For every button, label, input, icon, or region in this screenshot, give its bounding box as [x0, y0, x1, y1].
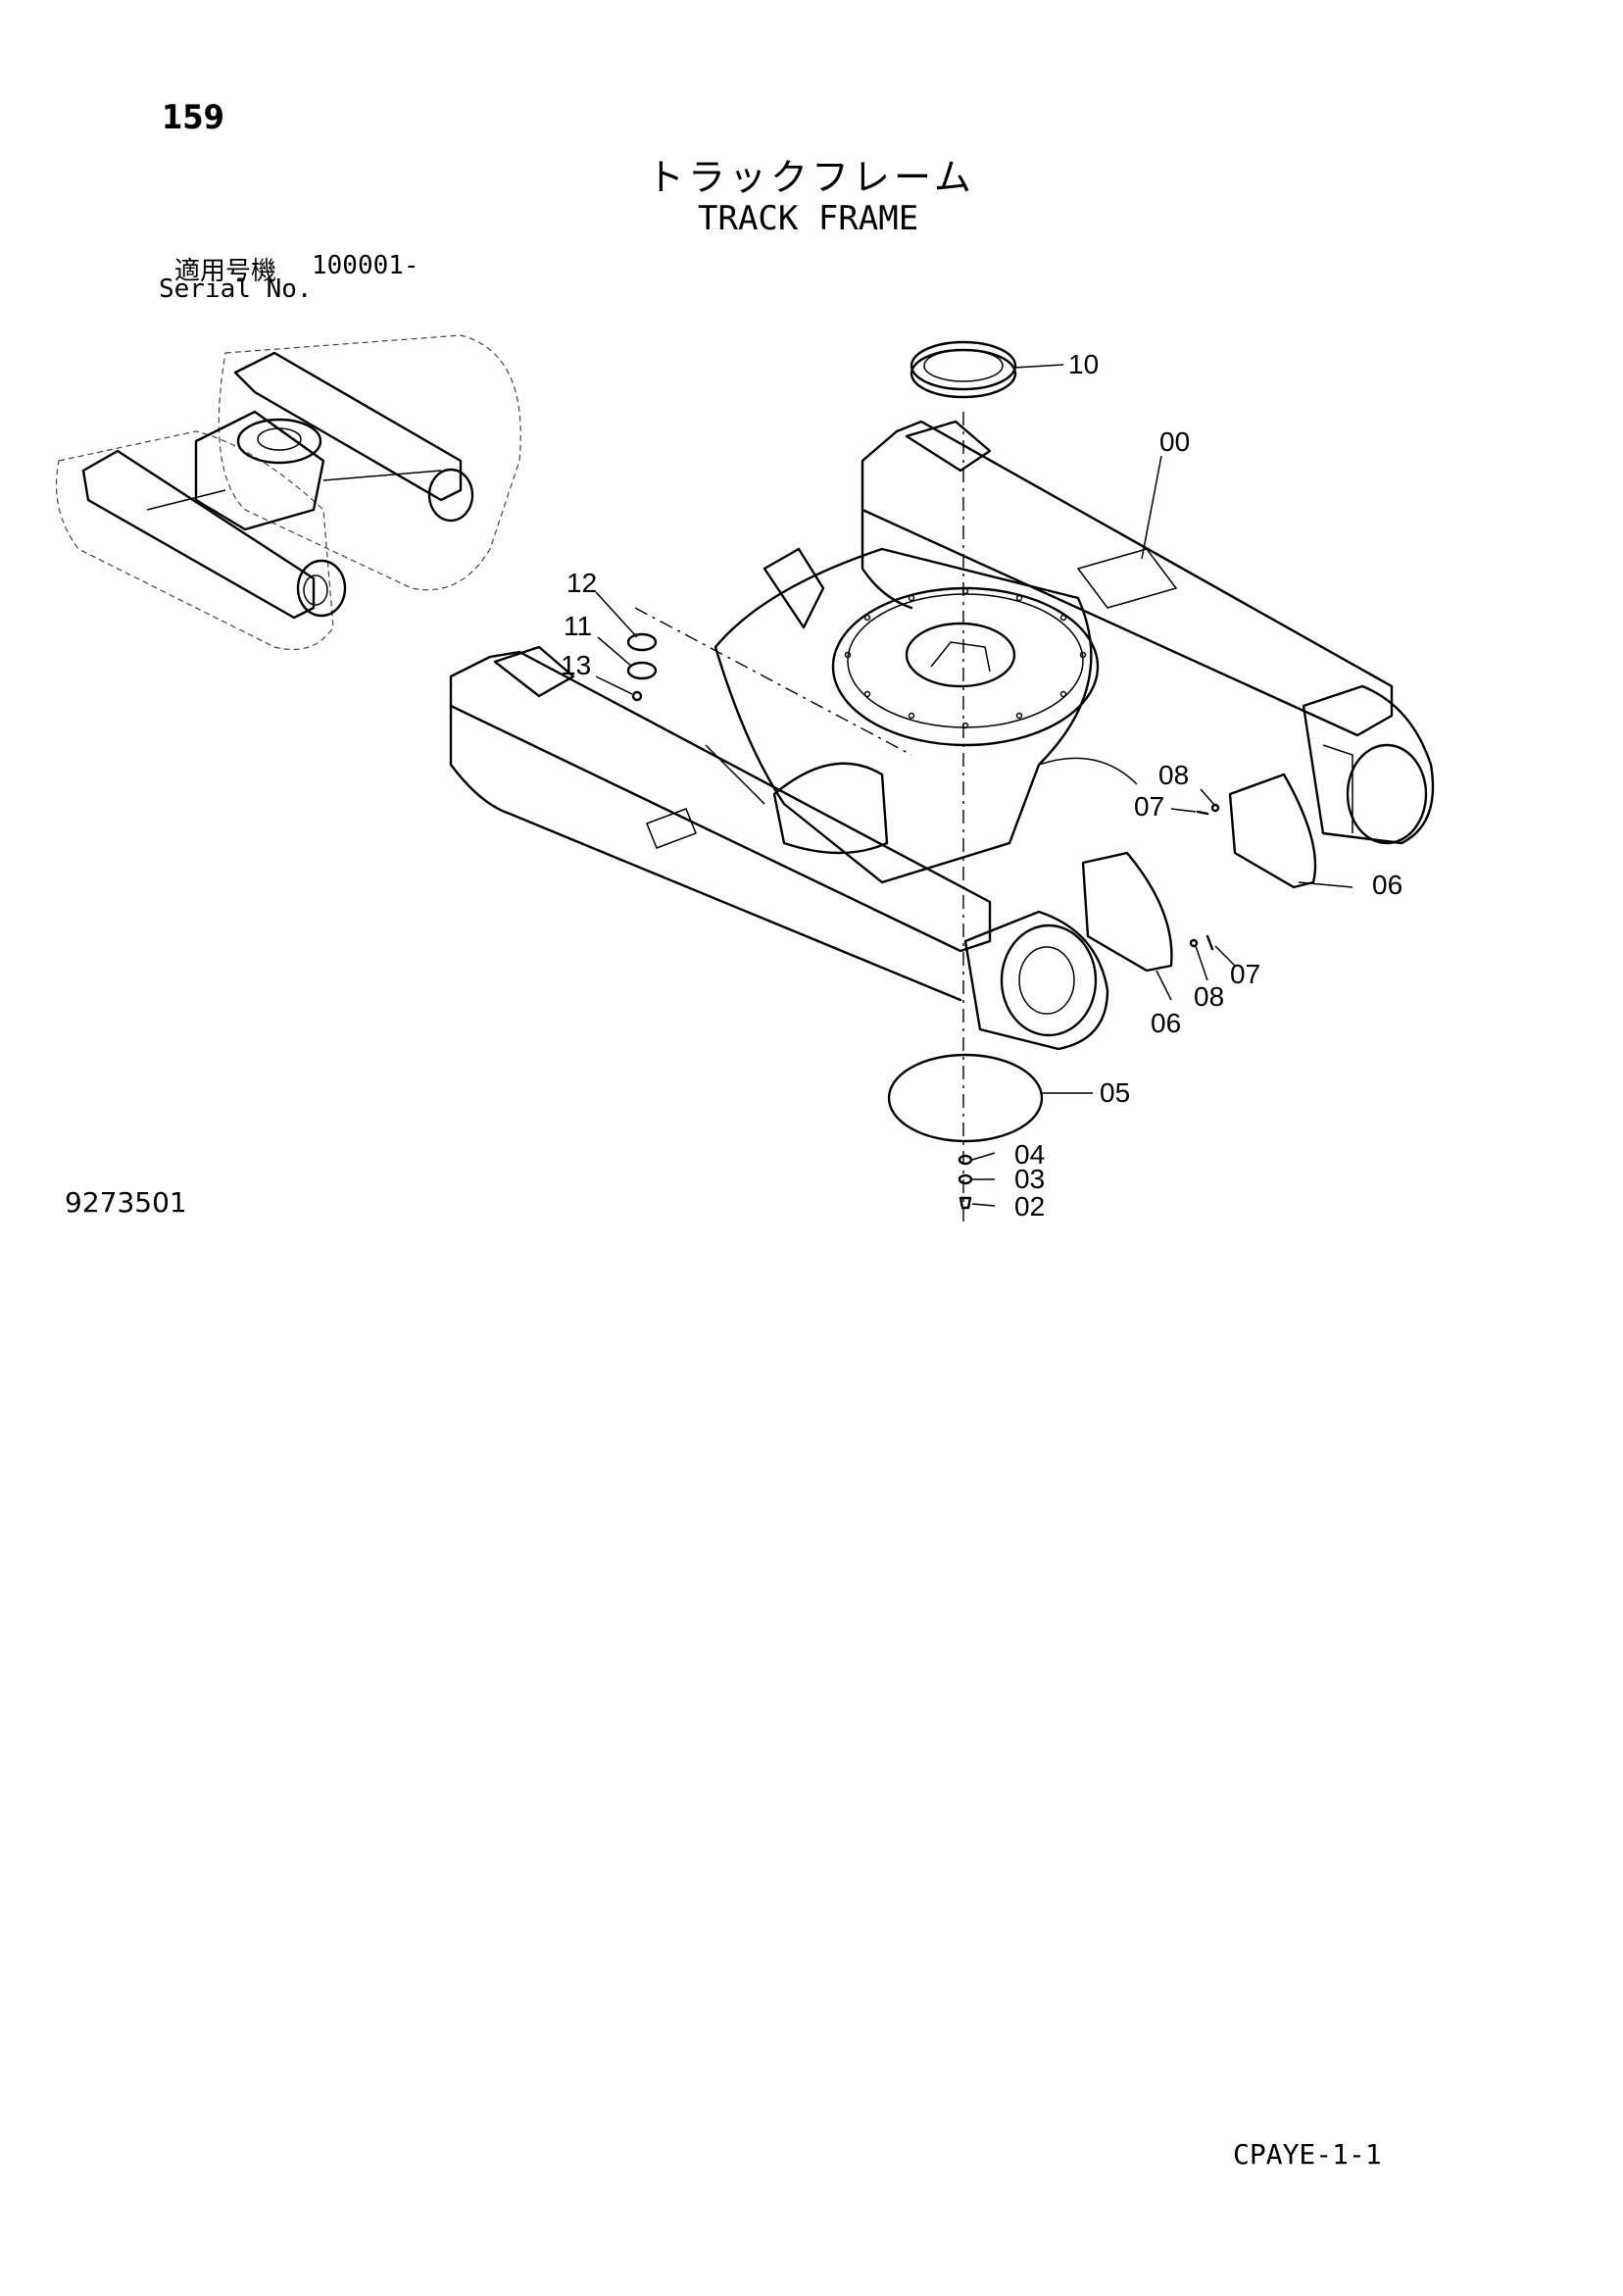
callout-00: 00 — [1159, 426, 1190, 457]
callout-08-lower: 08 — [1194, 981, 1224, 1012]
callout-05: 05 — [1100, 1077, 1130, 1108]
serial-number-range: 100001- — [312, 251, 419, 280]
serial-label-english: Serial No. — [159, 275, 313, 304]
callout-02: 02 — [1014, 1191, 1045, 1222]
sheet-code: CPAYE-1-1 — [1233, 2138, 1382, 2171]
callout-11: 11 — [564, 611, 592, 641]
callout-08-upper: 08 — [1158, 760, 1189, 790]
page-number: 159 — [162, 98, 224, 137]
part-10-seal-ring — [910, 340, 1017, 399]
callout-03: 03 — [1014, 1164, 1045, 1194]
parts-11-12-13-hardware — [626, 632, 658, 702]
callout-12: 12 — [566, 568, 597, 598]
part-06-cover-right — [1228, 773, 1317, 889]
callout-07-lower: 07 — [1230, 959, 1260, 989]
parts-02-03-04-bolt-stack — [958, 1154, 973, 1210]
part-06-cover-left — [1081, 851, 1173, 973]
main-track-frame — [449, 420, 1435, 1051]
callout-07-upper: 07 — [1134, 791, 1164, 822]
callout-13: 13 — [561, 650, 591, 680]
title-english: TRACK FRAME — [698, 199, 919, 238]
callout-06-left: 06 — [1151, 1008, 1181, 1038]
part-05-bottom-cover — [887, 1053, 1044, 1143]
callout-10: 10 — [1068, 349, 1099, 379]
serial-label-japanese: 適用号機 — [174, 257, 277, 286]
callout-04: 04 — [1014, 1139, 1045, 1170]
title-japanese: トラックフレーム — [647, 156, 975, 199]
figure-number: 9273501 — [65, 1186, 187, 1219]
callout-leader-lines — [595, 364, 1353, 1207]
parts-07-08-bolts-washers — [1189, 803, 1220, 951]
callout-06-right: 06 — [1372, 870, 1402, 900]
hardware-assembly-line — [634, 607, 912, 756]
inset-track-frame-overview — [55, 334, 521, 651]
